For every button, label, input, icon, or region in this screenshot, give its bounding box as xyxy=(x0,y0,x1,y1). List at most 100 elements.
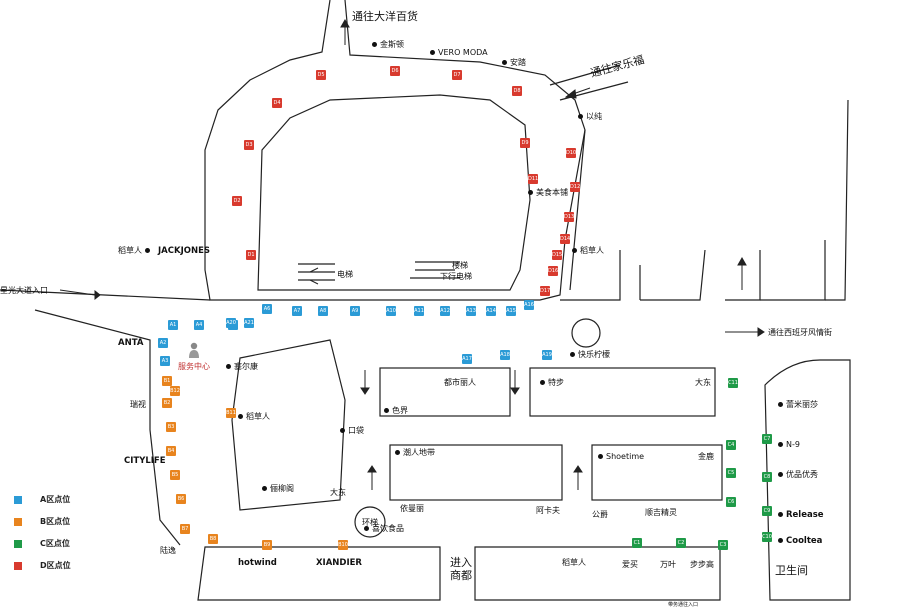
point-marker-b3[interactable]: B3 xyxy=(166,422,176,432)
point-marker-c4[interactable]: C4 xyxy=(726,440,736,450)
point-marker-d6[interactable]: D6 xyxy=(390,66,400,76)
point-marker-c5[interactable]: C5 xyxy=(726,468,736,478)
point-marker-a14[interactable]: A14 xyxy=(486,306,496,316)
store-saierkang: 塞尔康 xyxy=(226,362,258,372)
point-marker-b6[interactable]: B6 xyxy=(176,494,186,504)
point-marker-a7[interactable]: A7 xyxy=(292,306,302,316)
point-marker-d13[interactable]: D13 xyxy=(564,212,575,222)
store-jackjones: JACKJONES xyxy=(158,246,210,256)
legend-a: A区点位 xyxy=(14,494,70,505)
point-marker-b10[interactable]: B10 xyxy=(338,540,348,550)
point-marker-b9[interactable]: B9 xyxy=(262,540,272,550)
point-marker-d11[interactable]: D11 xyxy=(528,174,539,184)
point-marker-d17[interactable]: D17 xyxy=(540,286,551,296)
point-marker-b1[interactable]: B1 xyxy=(162,376,172,386)
store-gongjue: 公爵 xyxy=(592,510,608,519)
label-to-taiyang: 通往大洋百货 xyxy=(352,10,418,23)
store-citylife: CITYLIFE xyxy=(124,456,166,466)
label-south-note: 带务通往入口 xyxy=(668,602,699,608)
point-marker-a12[interactable]: A12 xyxy=(440,306,450,316)
store-koudai: 口袋 xyxy=(340,426,364,436)
store-xishizhipin: 喜饮食品 xyxy=(364,524,404,534)
point-marker-d10[interactable]: D10 xyxy=(566,148,577,158)
store-cooltea: Cooltea xyxy=(778,536,822,546)
legend-c-swatch xyxy=(14,539,22,548)
legend-b-swatch xyxy=(14,517,22,526)
point-marker-a20[interactable]: A20 xyxy=(226,318,236,328)
store-chaoren: 潮人地带 xyxy=(395,448,435,458)
point-marker-d8[interactable]: D8 xyxy=(512,86,522,96)
point-marker-d3[interactable]: D3 xyxy=(244,140,254,150)
point-marker-d16[interactable]: D16 xyxy=(548,266,559,276)
store-jinlu: 金鹿 xyxy=(698,452,714,461)
point-marker-b5[interactable]: B5 xyxy=(170,470,180,480)
point-marker-a21[interactable]: A21 xyxy=(244,318,254,328)
point-marker-c2[interactable]: C2 xyxy=(676,538,686,548)
point-marker-c10[interactable]: C10 xyxy=(762,532,772,542)
label-escalator: 电梯 xyxy=(337,270,353,279)
store-release: Release xyxy=(778,510,824,520)
point-marker-c8[interactable]: C8 xyxy=(762,472,772,482)
store-lilangge: 俪柳阁 xyxy=(262,484,294,494)
point-marker-c11[interactable]: C11 xyxy=(728,378,738,388)
store-luyi: 陆逸 xyxy=(160,546,176,555)
point-marker-a6[interactable]: A6 xyxy=(262,304,272,314)
point-marker-a8[interactable]: A8 xyxy=(318,306,328,316)
store-jinsidun: 金斯顿 xyxy=(372,40,404,50)
point-marker-c7[interactable]: C7 xyxy=(762,434,772,444)
point-marker-a1[interactable]: A1 xyxy=(168,320,178,330)
store-food-court: 美食本铺 xyxy=(528,188,568,198)
store-aimai: 爱买 xyxy=(622,560,638,569)
point-marker-c6[interactable]: C6 xyxy=(726,497,736,507)
point-marker-b8[interactable]: B8 xyxy=(208,534,218,544)
store-daocaoren1: 稻草人 xyxy=(572,246,604,256)
point-marker-c1[interactable]: C1 xyxy=(632,538,642,548)
point-marker-a19[interactable]: A19 xyxy=(542,350,552,360)
store-daocaoren-left: 稻草人 xyxy=(118,246,153,256)
point-marker-a3[interactable]: A3 xyxy=(160,356,170,366)
point-marker-b4[interactable]: B4 xyxy=(166,446,176,456)
legend-c-label: C区点位 xyxy=(40,539,70,548)
point-marker-a13[interactable]: A13 xyxy=(466,306,476,316)
point-marker-a9[interactable]: A9 xyxy=(350,306,360,316)
label-service-center: 服务中心 xyxy=(178,362,210,371)
point-marker-d7[interactable]: D7 xyxy=(452,70,462,80)
point-marker-b11[interactable]: B11 xyxy=(226,408,236,418)
point-marker-c3[interactable]: C3 xyxy=(718,540,728,550)
point-marker-d9[interactable]: D9 xyxy=(520,138,530,148)
point-marker-d4[interactable]: D4 xyxy=(272,98,282,108)
point-marker-a17[interactable]: A17 xyxy=(462,354,472,364)
point-marker-a4[interactable]: A4 xyxy=(194,320,204,330)
store-ruishi: 瑞视 xyxy=(130,400,146,409)
point-marker-a16[interactable]: A16 xyxy=(524,300,534,310)
label-jiguang: 星光大道入口 xyxy=(0,286,48,295)
label-ring-stair: 环梯 xyxy=(362,518,378,527)
point-marker-b2[interactable]: B2 xyxy=(162,398,172,408)
point-marker-a10[interactable]: A10 xyxy=(386,306,396,316)
label-toilet: 卫生间 xyxy=(775,564,808,577)
point-marker-a2[interactable]: A2 xyxy=(158,338,168,348)
point-marker-b7[interactable]: B7 xyxy=(180,524,190,534)
point-marker-a18[interactable]: A18 xyxy=(500,350,510,360)
store-daocaoren3: 稻草人 xyxy=(562,558,586,567)
legend-c: C区点位 xyxy=(14,538,70,549)
point-marker-b12[interactable]: B12 xyxy=(170,386,180,396)
point-marker-d5[interactable]: D5 xyxy=(316,70,326,80)
store-akafu: 阿卡夫 xyxy=(536,506,560,515)
label-to-west: 通往西班牙风情街 xyxy=(768,328,832,337)
store-shoetime: Shoetime xyxy=(598,452,644,462)
legend-b-label: B区点位 xyxy=(40,517,71,526)
point-marker-a11[interactable]: A11 xyxy=(414,306,424,316)
store-daocaoren2: 稻草人 xyxy=(238,412,270,422)
point-marker-d12[interactable]: D12 xyxy=(570,182,581,192)
legend-b: B区点位 xyxy=(14,516,70,527)
point-marker-c9[interactable]: C9 xyxy=(762,506,772,516)
store-dushi: 都市丽人 xyxy=(444,378,476,387)
point-marker-a15[interactable]: A15 xyxy=(506,306,516,316)
label-down-escalator: 下行电梯 xyxy=(440,272,472,281)
point-marker-d15[interactable]: D15 xyxy=(552,250,563,260)
point-marker-d2[interactable]: D2 xyxy=(232,196,242,206)
point-marker-d14[interactable]: D14 xyxy=(560,234,571,244)
point-marker-d1[interactable]: D1 xyxy=(246,250,256,260)
store-sejie: 色界 xyxy=(384,406,408,416)
